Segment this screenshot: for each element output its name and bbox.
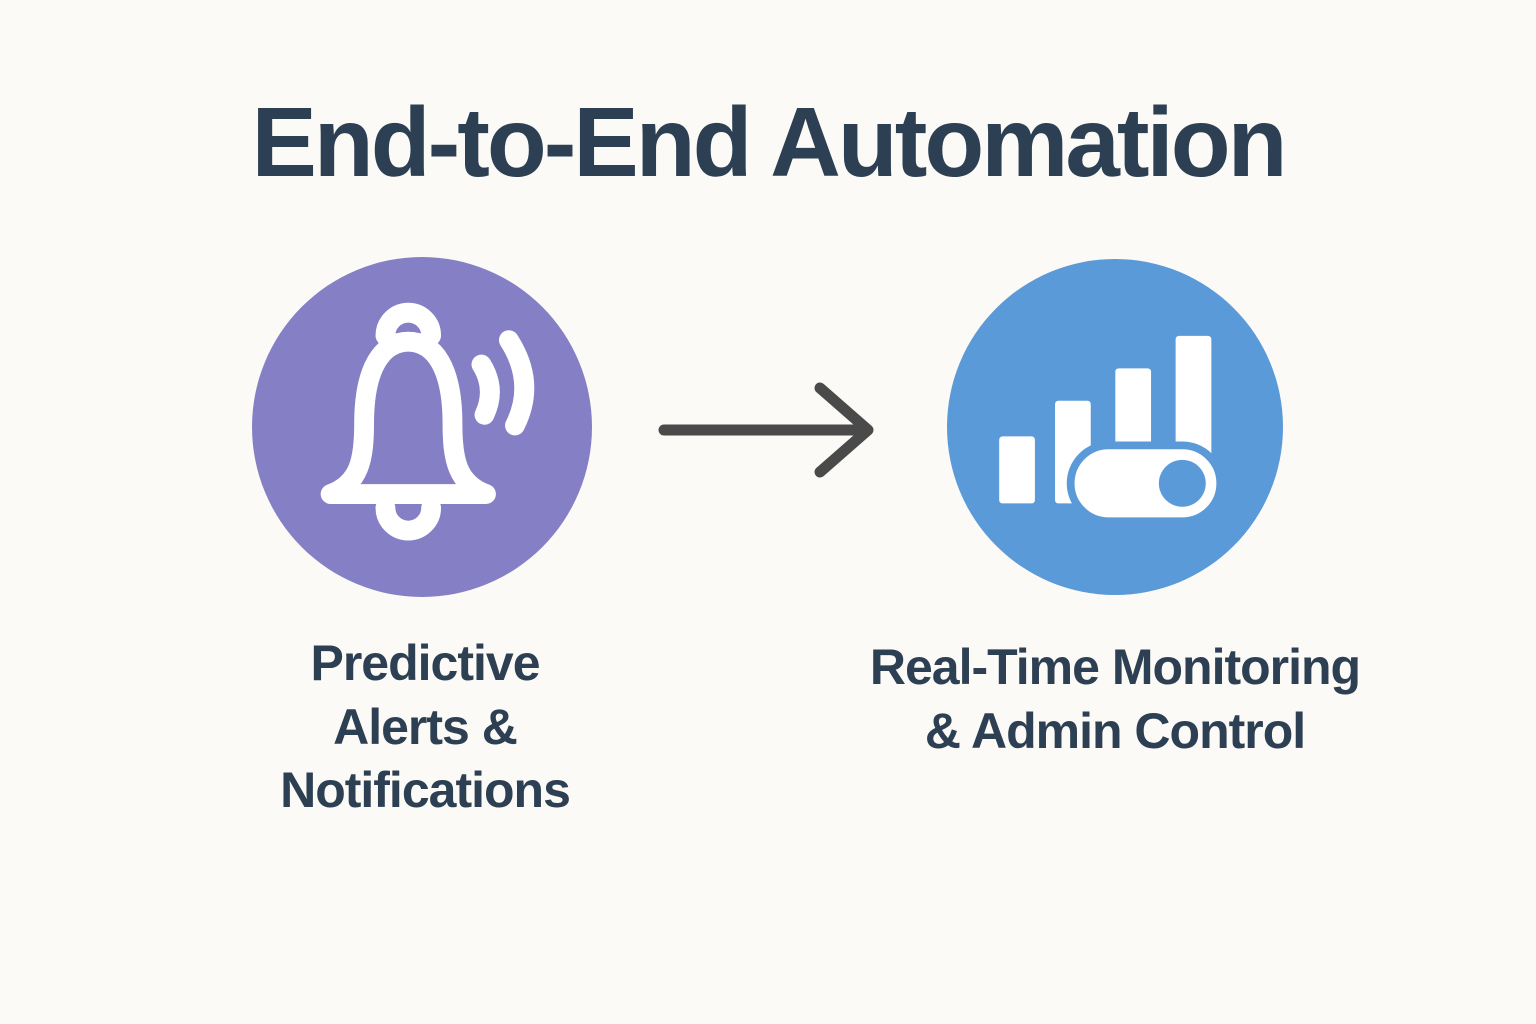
bell-ring-icon [320,302,535,541]
flow-connector [658,380,878,480]
arrow-head [814,382,874,478]
bar-3 [1114,367,1151,463]
realtime-monitoring-circle [947,259,1283,595]
page-title: End-to-End Automation [251,87,1288,197]
bar-4 [1175,335,1211,461]
bell-body-shape [320,331,496,504]
label-line: Alerts & [333,698,518,755]
label-line: Predictive [310,635,540,691]
bell-knob-shape [375,302,442,346]
sound-wave-inner [471,354,500,425]
bell-clapper-shape [375,497,442,541]
realtime-monitoring-label: Real-Time Monitoring & Admin Control [790,636,1440,763]
label-line: Notifications [280,762,571,818]
label-line: & Admin Control [924,702,1306,759]
bar-chart-toggle-icon [998,335,1224,525]
label-line: Real-Time Monitoring [869,639,1361,695]
sound-wave-outer [498,330,535,436]
arrow-right-icon [658,382,874,478]
predictive-alerts-label: Predictive Alerts & Notifications [205,632,645,823]
bar-1 [998,435,1035,503]
predictive-alerts-circle [252,257,592,597]
toggle-knob [1158,459,1206,507]
